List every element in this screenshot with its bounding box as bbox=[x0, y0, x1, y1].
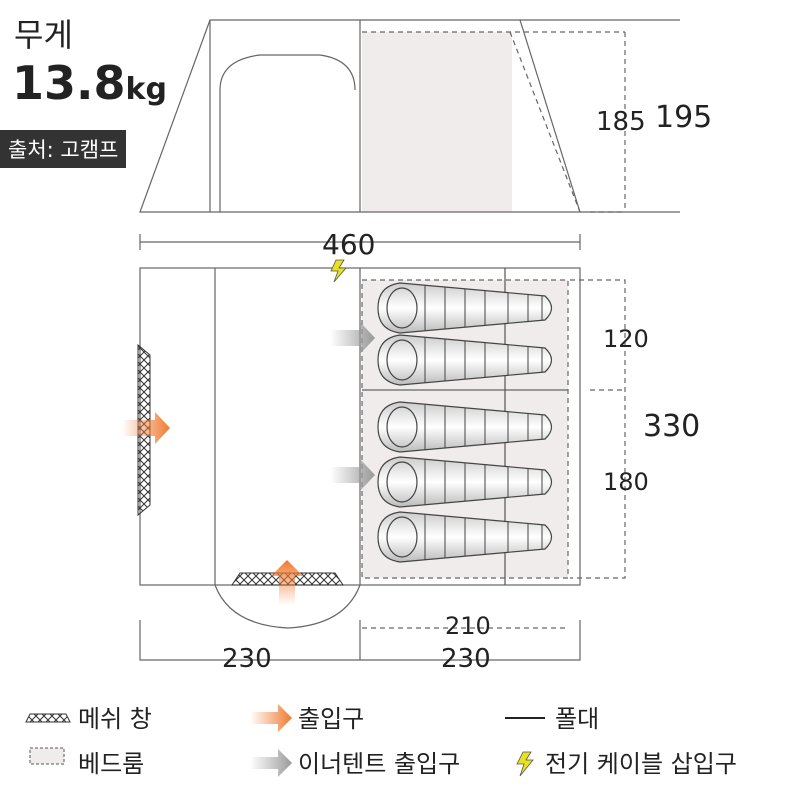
power-icon bbox=[330, 259, 347, 283]
svg-text:전기 케이블 삽입구: 전기 케이블 삽입구 bbox=[545, 750, 737, 778]
source-credit: 출처: 고캠프 bbox=[0, 130, 127, 168]
dim-total-height: 195 bbox=[655, 100, 712, 135]
length-dimension bbox=[139, 234, 581, 250]
bottom-dimensions bbox=[139, 620, 581, 661]
dim-room-1: 120 bbox=[603, 325, 649, 353]
entrance-arrow-front bbox=[271, 560, 303, 605]
side-elevation bbox=[139, 19, 680, 213]
sleeping-bag bbox=[377, 456, 553, 508]
dim-porch-length: 230 bbox=[222, 644, 272, 674]
entrance-icon bbox=[250, 704, 292, 732]
sleeping-bag bbox=[377, 511, 553, 563]
weight-label: 무게 bbox=[14, 16, 73, 54]
inner-entrance-icon bbox=[250, 749, 292, 777]
inner-entrance-arrow-2 bbox=[330, 459, 375, 491]
svg-text:이너텐트 출입구: 이너텐트 출입구 bbox=[298, 750, 460, 778]
dim-room-2: 180 bbox=[603, 468, 649, 496]
sleeping-bag bbox=[377, 401, 553, 453]
sleeping-bag bbox=[377, 282, 553, 334]
power-legend-icon bbox=[516, 751, 534, 777]
entrance-arrow-side bbox=[122, 412, 170, 444]
dim-inner-length: 210 bbox=[445, 612, 491, 640]
legend-bedroom: 베드룸 bbox=[78, 750, 144, 778]
svg-text:출입구: 출입구 bbox=[298, 705, 364, 733]
mesh-icon bbox=[25, 713, 71, 723]
svg-text:폴대: 폴대 bbox=[555, 705, 599, 733]
bedroom-icon bbox=[29, 747, 65, 765]
dim-inner-height: 185 bbox=[596, 107, 646, 137]
weight-value: 13.8kg bbox=[12, 56, 167, 110]
legend: 메쉬 창 베드룸 출입구 이너텐트 출입구 폴대 전기 케이블 삽입구 bbox=[25, 704, 737, 778]
sleeping-bag bbox=[377, 334, 553, 386]
dim-total-width: 330 bbox=[643, 409, 700, 444]
dim-total-length: 460 bbox=[322, 228, 375, 261]
sleeping-bags bbox=[377, 282, 553, 563]
svg-text:메쉬 창: 메쉬 창 bbox=[78, 705, 152, 733]
inner-entrance-arrow-1 bbox=[330, 322, 375, 354]
dim-bedroom-length: 230 bbox=[441, 644, 491, 674]
